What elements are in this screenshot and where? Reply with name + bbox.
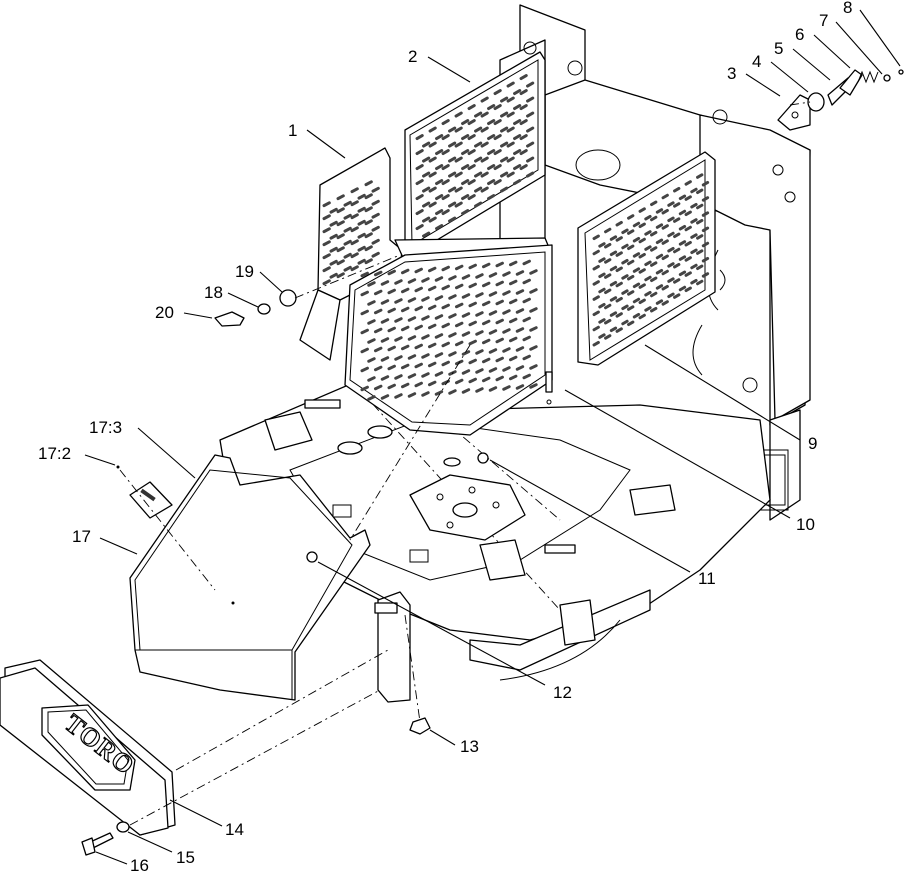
callout-label-19: 19 xyxy=(235,262,254,281)
callout-3: 3 xyxy=(727,64,781,97)
callout-label-2: 2 xyxy=(408,47,417,66)
callout-17: 17 xyxy=(72,527,138,555)
key-part-20 xyxy=(214,311,245,327)
callout-label-7: 7 xyxy=(819,11,828,30)
callout-label-4: 4 xyxy=(752,52,761,71)
main-frame xyxy=(219,4,811,703)
callout-7: 7 xyxy=(819,11,883,75)
callout-10: 10 xyxy=(564,389,815,534)
callout-6: 6 xyxy=(795,25,851,69)
pin-end-part-8 xyxy=(898,69,904,75)
callout-9: 9 xyxy=(644,344,817,453)
callout-label-13: 13 xyxy=(460,737,479,756)
callout-13: 13 xyxy=(429,729,479,756)
toro-badge-cover: TORO xyxy=(0,659,176,836)
callout-label-17-3: 17:3 xyxy=(89,418,122,437)
callout-label-18: 18 xyxy=(204,283,223,302)
nut-part-13 xyxy=(409,717,431,735)
callout-15: 15 xyxy=(127,831,195,867)
front-cover-plate xyxy=(129,454,371,701)
callout-label-1: 1 xyxy=(288,121,297,140)
latch-part-6 xyxy=(839,69,863,96)
pin-part-8 xyxy=(883,74,891,82)
callout-5: 5 xyxy=(774,39,831,81)
bolt-part-10 xyxy=(545,371,553,405)
nut-part-19 xyxy=(279,289,297,307)
bolt-part-16 xyxy=(81,832,114,856)
callout-12: 12 xyxy=(317,561,572,702)
fastener-part-12 xyxy=(306,551,318,563)
nut-part-11 xyxy=(477,452,489,464)
washer-part-15 xyxy=(116,821,130,833)
callout-2: 2 xyxy=(408,47,471,83)
bracket-part-3 xyxy=(777,94,811,131)
lock-cylinder-part-18 xyxy=(257,303,271,315)
callout-label-5: 5 xyxy=(774,39,783,58)
callout-19: 19 xyxy=(235,262,283,293)
spring-part-7 xyxy=(857,70,879,84)
callout-11: 11 xyxy=(489,459,716,588)
callout-label-16: 16 xyxy=(130,856,149,875)
callout-20: 20 xyxy=(155,303,213,322)
callout-label-6: 6 xyxy=(795,25,804,44)
grille-panel-rear xyxy=(404,51,546,256)
callout-label-8: 8 xyxy=(843,0,852,17)
callout-label-10: 10 xyxy=(796,515,815,534)
callout-18: 18 xyxy=(204,283,259,308)
callout-16: 16 xyxy=(95,851,149,875)
callout-label-14: 14 xyxy=(225,820,244,839)
callout-17-3: 17:3 xyxy=(89,418,196,479)
callout-1: 1 xyxy=(288,121,346,159)
callout-label-17: 17 xyxy=(72,527,91,546)
callout-label-11: 11 xyxy=(698,569,716,588)
callout-14: 14 xyxy=(169,799,244,839)
decal-part-17-2 xyxy=(116,465,173,519)
callout-label-20: 20 xyxy=(155,303,174,322)
callout-17-2: 17:2 xyxy=(38,444,116,466)
callout-label-12: 12 xyxy=(553,683,572,702)
callout-8: 8 xyxy=(843,0,901,67)
callout-label-17-2: 17:2 xyxy=(38,444,71,463)
washer-part-4 xyxy=(807,92,825,112)
callout-label-3: 3 xyxy=(727,64,736,83)
callout-label-9: 9 xyxy=(808,434,817,453)
grille-shroud-front xyxy=(299,147,553,436)
grille-panel-right xyxy=(577,151,716,366)
callout-label-15: 15 xyxy=(176,848,195,867)
callout-4: 4 xyxy=(752,52,809,93)
